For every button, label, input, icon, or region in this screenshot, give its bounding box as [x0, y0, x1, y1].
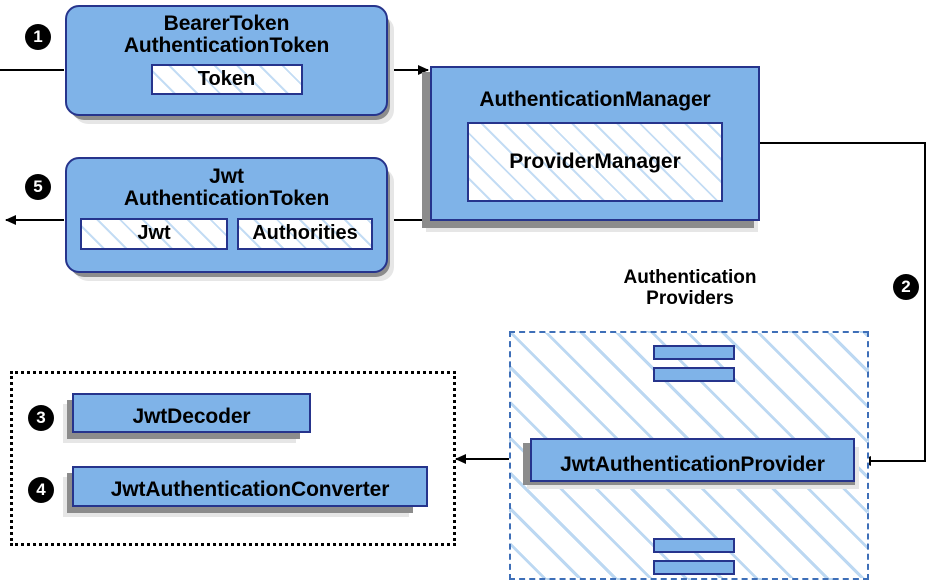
slot-jwt[interactable]: Jwt [80, 217, 228, 250]
slot-provider-manager[interactable]: ProviderManager [467, 121, 723, 202]
node-jwt-token-title: Jwt AuthenticationToken [124, 159, 329, 210]
providers-region-title-line2: Providers [646, 287, 734, 309]
node-bearer-token-title-line2: AuthenticationToken [123, 33, 330, 57]
node-jwt-authentication-converter[interactable]: JwtAuthenticationConverter [72, 466, 428, 507]
node-jwt-authentication-token[interactable]: Jwt AuthenticationToken Jwt Authorities [65, 157, 388, 273]
node-authentication-manager[interactable]: AuthenticationManager ProviderManager [430, 66, 760, 221]
node-jwt-authentication-converter-title: JwtAuthenticationConverter [110, 478, 390, 502]
node-bearer-token-title-line1: BearerToken [163, 12, 290, 35]
step-badge-4: 4 [28, 477, 54, 503]
step-badge-1: 1 [25, 24, 51, 50]
node-jwt-token-title-line2: AuthenticationToken [123, 186, 330, 210]
node-jwt-decoder[interactable]: JwtDecoder [72, 393, 311, 433]
slot-authorities[interactable]: Authorities [237, 217, 373, 250]
node-jwt-token-title-line1: Jwt [209, 165, 244, 188]
anonymous-provider-bar-1[interactable] [653, 345, 735, 360]
anonymous-provider-bar-2[interactable] [653, 367, 735, 382]
node-bearer-token-authentication-token[interactable]: BearerToken AuthenticationToken Token [65, 5, 388, 116]
providers-region-title-line1: Authentication [623, 267, 757, 288]
node-authentication-manager-title: AuthenticationManager [479, 88, 711, 111]
step-badge-5: 5 [25, 174, 51, 200]
slot-jwt-label: Jwt [137, 222, 171, 245]
node-bearer-token-title: BearerToken AuthenticationToken [124, 7, 329, 57]
jwt-support-region [10, 371, 456, 546]
step-badge-3: 3 [28, 405, 54, 431]
node-jwt-authentication-provider-title: JwtAuthenticationProvider [560, 452, 825, 476]
step-badge-2: 2 [893, 274, 919, 300]
node-jwt-authentication-provider[interactable]: JwtAuthenticationProvider [530, 438, 855, 482]
slot-provider-manager-label: ProviderManager [509, 149, 681, 173]
anonymous-provider-bar-3[interactable] [653, 538, 735, 553]
slot-token[interactable]: Token [150, 63, 303, 95]
providers-region-title: Authentication Providers [595, 267, 785, 309]
slot-token-label: Token [197, 67, 256, 90]
connector-step2-manager-to-provider [760, 142, 926, 466]
slot-authorities-label: Authorities [252, 222, 358, 245]
anonymous-provider-bar-4[interactable] [653, 560, 735, 575]
node-jwt-decoder-title: JwtDecoder [132, 404, 251, 428]
